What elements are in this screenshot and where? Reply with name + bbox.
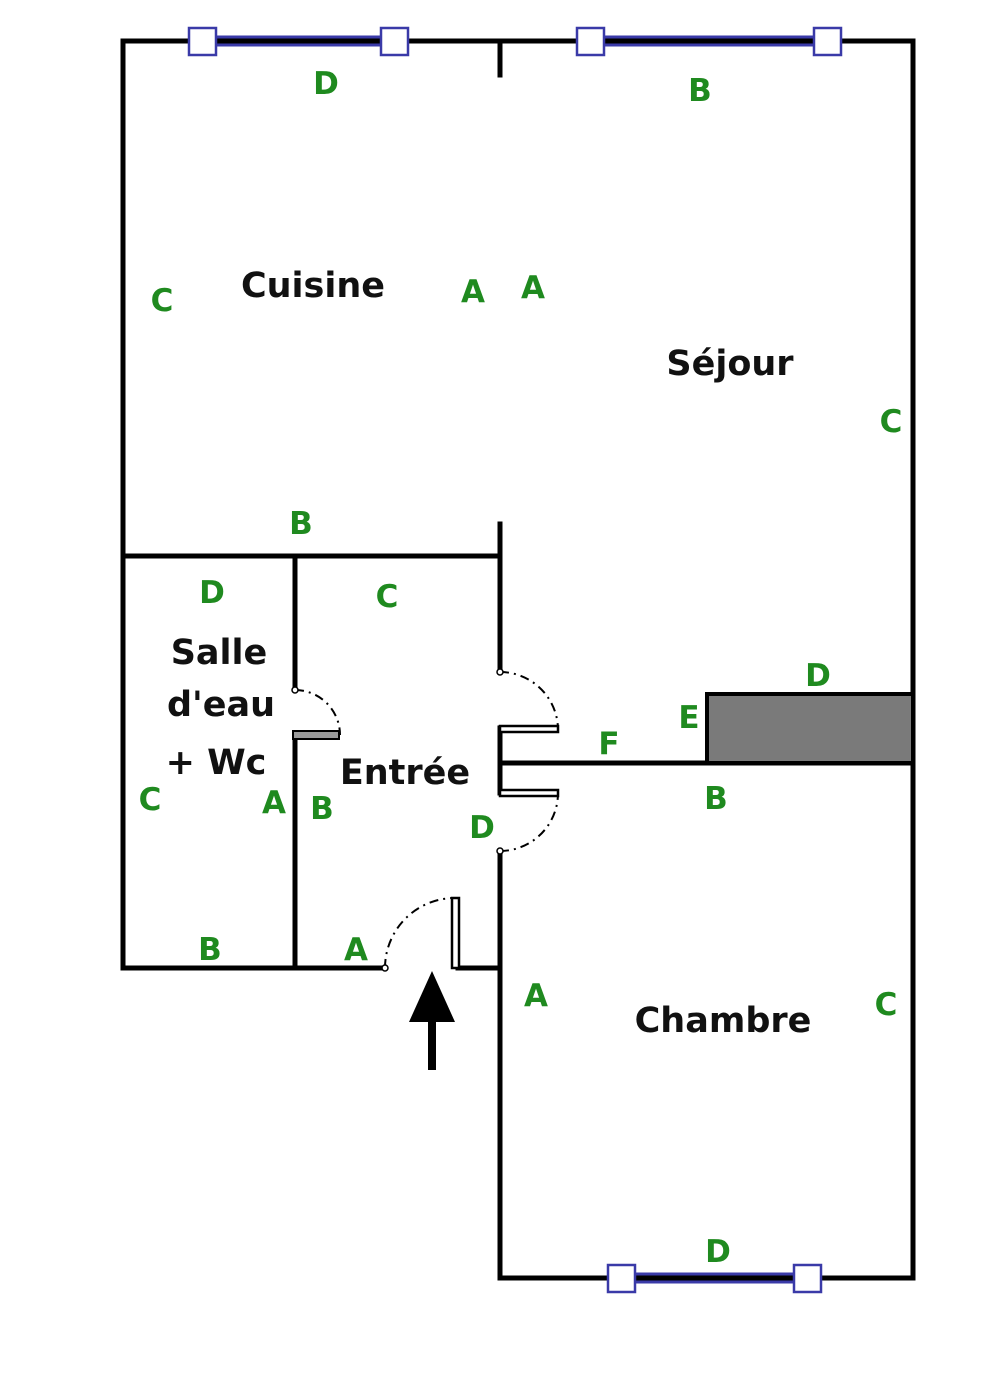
- label-cuisine-top: D: [313, 66, 339, 102]
- label-sejour-top: B: [688, 73, 712, 109]
- label-duct-left: E: [678, 700, 699, 736]
- label-chambre-left: A: [524, 978, 548, 1014]
- label-entree-right: D: [469, 810, 495, 846]
- technical-duct: [705, 692, 915, 765]
- room-labels: Cuisine Séjour Salle d'eau + Wc Entrée C…: [166, 266, 812, 1041]
- walls: [120, 38, 916, 1281]
- window-kitchen: [187, 26, 410, 57]
- label-sejour-left: A: [521, 270, 545, 306]
- label-cuisine-bottom: B: [289, 506, 313, 542]
- door-bathroom: [291, 686, 341, 740]
- label-chambre-bottom: D: [705, 1234, 731, 1270]
- room-salle-line1: Salle: [171, 633, 268, 673]
- label-cuisine-right: A: [461, 274, 485, 310]
- label-chambre-top: B: [704, 781, 728, 817]
- door-bedroom: [496, 788, 560, 855]
- window-bedroom: [606, 1263, 823, 1294]
- label-salle-top: D: [199, 575, 225, 611]
- label-entree-left: B: [310, 791, 334, 827]
- label-entree-bottom: A: [344, 932, 368, 968]
- door-living: [496, 668, 560, 734]
- label-cuisine-left: C: [151, 283, 174, 319]
- room-sejour: Séjour: [666, 344, 794, 384]
- label-entree-top: C: [376, 579, 399, 615]
- label-salle-left: C: [139, 782, 162, 818]
- room-cuisine: Cuisine: [241, 266, 385, 306]
- label-sejour-right: C: [880, 404, 903, 440]
- room-salle-line2: d'eau: [167, 685, 275, 725]
- room-entree: Entrée: [340, 753, 470, 793]
- room-salle-line3: + Wc: [166, 743, 267, 783]
- label-chambre-right: C: [875, 987, 898, 1023]
- door-entrance: [381, 896, 461, 972]
- room-chambre: Chambre: [635, 1001, 812, 1041]
- window-living: [575, 26, 843, 57]
- label-salle-right: A: [262, 785, 286, 821]
- entrance-arrow-icon: [409, 971, 455, 1070]
- label-salle-bottom: B: [198, 932, 222, 968]
- wall-labels: D B C A A C B D C D E F C A B B D B A A …: [139, 66, 903, 1270]
- label-sejour-corridor: F: [598, 726, 619, 762]
- label-duct-top: D: [805, 658, 831, 694]
